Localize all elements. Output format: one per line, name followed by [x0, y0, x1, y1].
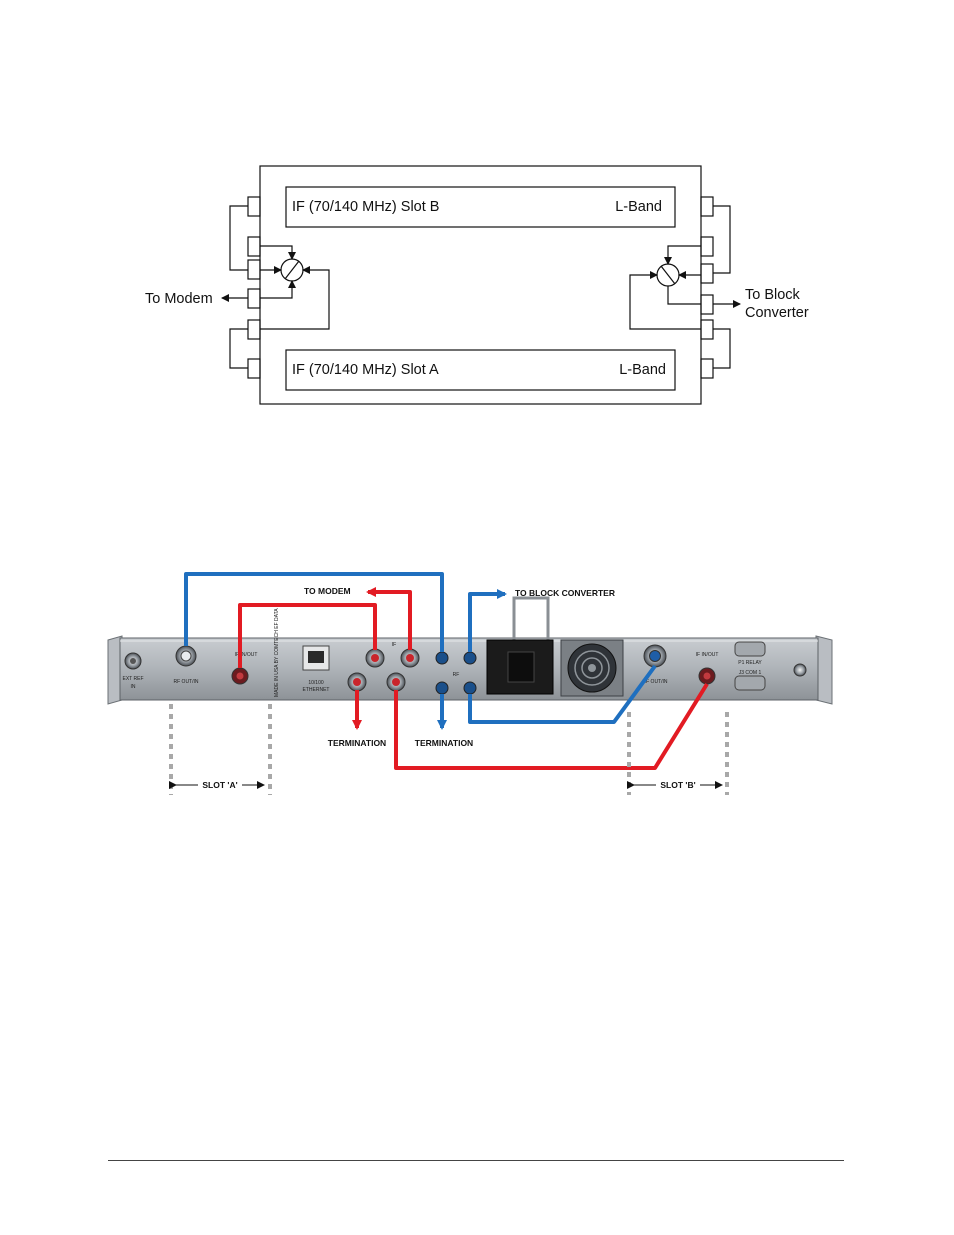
rf-label: RF	[453, 672, 460, 678]
j3-com-label: J3 COM 1	[739, 670, 762, 676]
slot-a-box	[285, 349, 676, 391]
ethernet-speed-label: 10/100	[308, 680, 324, 686]
j6-label: RF OUT/IN	[643, 679, 668, 685]
to-block-label-2: Converter	[745, 305, 809, 321]
rf-connector-3	[435, 681, 449, 695]
ethernet-label: ETHERNET	[303, 687, 330, 693]
slot-b-label: IF (70/140 MHz) Slot B	[292, 199, 439, 215]
ground-screw	[793, 663, 807, 677]
rf-connector-4	[463, 681, 477, 695]
slot-markers	[169, 704, 729, 795]
to-block-converter-photo-label: TO BLOCK CONVERTER	[515, 588, 615, 598]
termination-left-label: TERMINATION	[328, 738, 386, 748]
termination-right-label: TERMINATION	[415, 738, 473, 748]
block-diagram	[221, 165, 741, 405]
footer-rule	[108, 1160, 844, 1161]
j7-label: IF IN/OUT	[696, 652, 719, 658]
left-ports	[247, 196, 261, 379]
slot-b-band-label: L-Band	[615, 199, 662, 215]
ext-ref-in-label: IN	[131, 684, 136, 690]
if-label: IF	[392, 642, 396, 648]
slot-b-box	[285, 186, 676, 228]
j5-label: IF IN/OUT	[235, 652, 258, 658]
slot-a-photo-label: SLOT 'A'	[202, 780, 237, 790]
right-ports	[700, 196, 714, 379]
to-modem-photo-label: TO MODEM	[304, 586, 351, 596]
to-modem-label: To Modem	[145, 291, 213, 307]
j3-com-port	[734, 675, 766, 691]
slot-a-label: IF (70/140 MHz) Slot A	[292, 362, 439, 378]
unit-outline	[259, 165, 702, 405]
p1-relay-label: P1 RELAY	[738, 660, 762, 666]
made-in-label: MADE IN USA BY COMTECH EF DATA	[274, 608, 280, 697]
to-block-label-1: To Block	[745, 287, 801, 303]
rf-connector-2	[463, 651, 477, 665]
j4-label: RF OUT/IN	[174, 679, 199, 685]
p1-relay-port	[734, 641, 766, 657]
rf-connector-1	[435, 651, 449, 665]
ext-ref-label: EXT REF	[122, 676, 143, 682]
slot-b-photo-label: SLOT 'B'	[660, 780, 695, 790]
slot-a-band-label: L-Band	[619, 362, 666, 378]
cables	[184, 572, 709, 770]
power-handle	[512, 596, 550, 640]
